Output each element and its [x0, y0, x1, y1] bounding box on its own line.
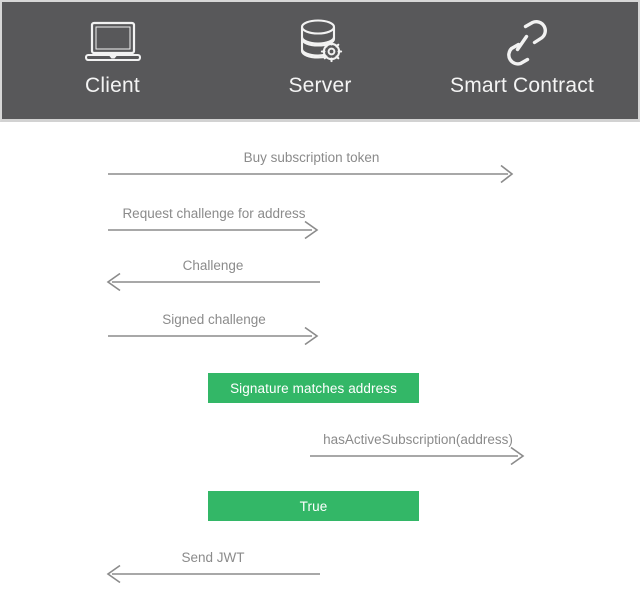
note-label: Signature matches address: [230, 380, 397, 396]
message-has-active-subscription[interactable]: hasActiveSubscription(address): [310, 427, 526, 466]
message-label: Signed challenge: [162, 312, 266, 327]
actor-label-client: Client: [85, 74, 140, 97]
message-challenge[interactable]: Challenge: [106, 253, 320, 292]
message-label: Buy subscription token: [243, 150, 380, 165]
message-send-jwt[interactable]: Send JWT: [106, 545, 320, 584]
arrow-right-icon: [108, 164, 514, 184]
laptop-icon: [84, 16, 142, 70]
message-buy-subscription-token[interactable]: Buy subscription token: [108, 145, 515, 184]
chain-link-icon: [496, 16, 548, 70]
actor-server[interactable]: Server: [230, 16, 410, 98]
actor-smart-contract[interactable]: Smart Contract: [422, 16, 622, 98]
note-true-result[interactable]: True: [208, 491, 419, 521]
message-label: Request challenge for address: [122, 206, 306, 221]
arrow-left-icon: [106, 564, 320, 584]
note-signature-matches[interactable]: Signature matches address: [208, 373, 419, 403]
note-label: True: [299, 498, 328, 514]
actor-client[interactable]: Client: [20, 16, 205, 98]
arrow-right-icon: [108, 220, 319, 240]
actor-header-band: Client: [0, 0, 640, 122]
database-gear-icon: [294, 16, 346, 70]
message-label: Challenge: [182, 258, 244, 273]
actor-label-server: Server: [288, 74, 352, 97]
arrow-right-icon: [108, 326, 319, 346]
message-request-challenge[interactable]: Request challenge for address: [108, 201, 320, 240]
message-label: Send JWT: [181, 550, 245, 565]
message-signed-challenge[interactable]: Signed challenge: [108, 307, 320, 346]
arrow-right-icon: [310, 446, 525, 466]
message-label: hasActiveSubscription(address): [323, 432, 513, 447]
arrow-left-icon: [106, 272, 320, 292]
actor-label-smart-contract: Smart Contract: [449, 74, 594, 97]
